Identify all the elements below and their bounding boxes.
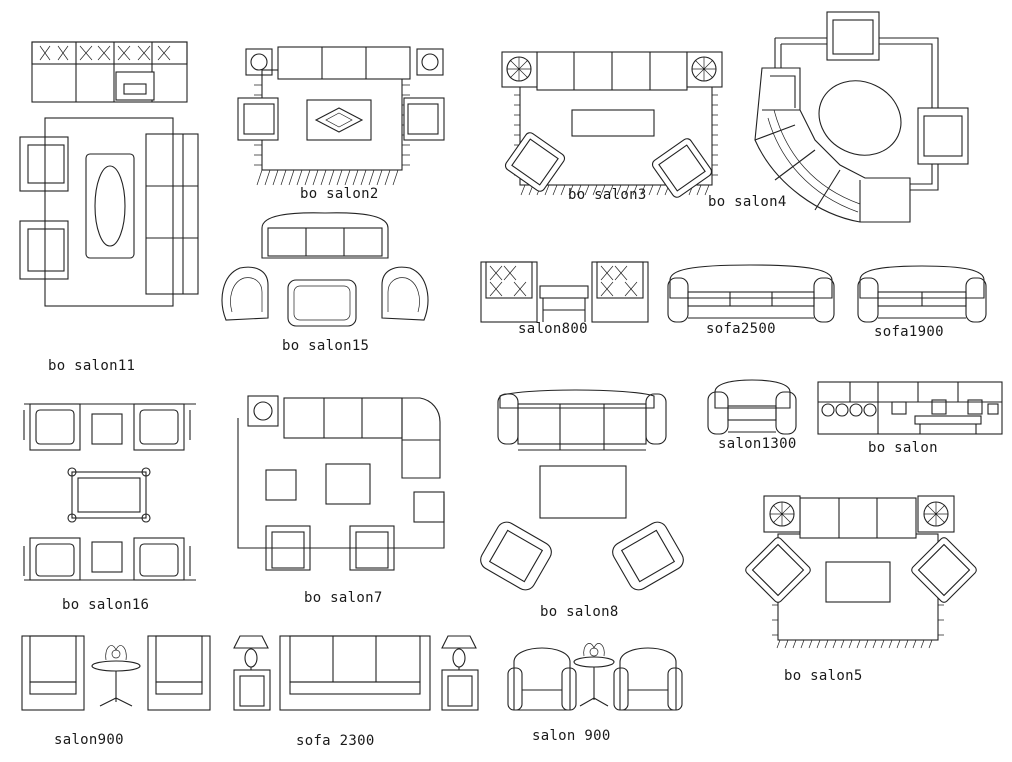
label-salon800: salon800 [518, 321, 588, 337]
label-sofa1900: sofa1900 [874, 324, 944, 340]
block-sofa2500 [667, 264, 835, 323]
block-bo-salon7 [237, 395, 445, 571]
label-bo-salon: bo salon [868, 440, 938, 456]
label-salon1300: salon1300 [718, 436, 797, 452]
block-salon800 [480, 261, 649, 323]
label-bo-salon4: bo salon4 [708, 194, 787, 210]
block-bo-salon5 [745, 495, 977, 649]
label-bo-salon5: bo salon5 [784, 668, 863, 684]
label-bo-salon8: bo salon8 [540, 604, 619, 620]
block-bo-salon [817, 381, 1003, 435]
block-bo-salon4 [754, 11, 969, 223]
label-bo-salon3: bo salon3 [568, 187, 647, 203]
label-bo-salon11: bo salon11 [48, 358, 136, 374]
block-bo-salon16 [23, 403, 196, 581]
block-bo-salon15 [221, 212, 429, 327]
block-bo-salon8 [480, 389, 684, 591]
label-sofa2500: sofa2500 [706, 321, 776, 337]
block-bo-salon11 [19, 41, 199, 307]
label-bo-salon2: bo salon2 [300, 186, 379, 202]
block-bo-salon2 [237, 46, 445, 186]
block-sofa1900 [857, 265, 987, 323]
block-bo-salon3 [501, 51, 723, 198]
block-salon900 [21, 635, 211, 711]
block-salon1300 [707, 379, 797, 435]
label-bo-salon7: bo salon7 [304, 590, 383, 606]
block-salon-900 [507, 643, 683, 711]
label-bo-salon16: bo salon16 [62, 597, 150, 613]
label-sofa-2300: sofa 2300 [296, 733, 375, 749]
label-salon-900: salon 900 [532, 728, 611, 744]
label-bo-salon15: bo salon15 [282, 338, 370, 354]
label-salon900: salon900 [54, 732, 124, 748]
block-sofa-2300 [233, 635, 479, 711]
